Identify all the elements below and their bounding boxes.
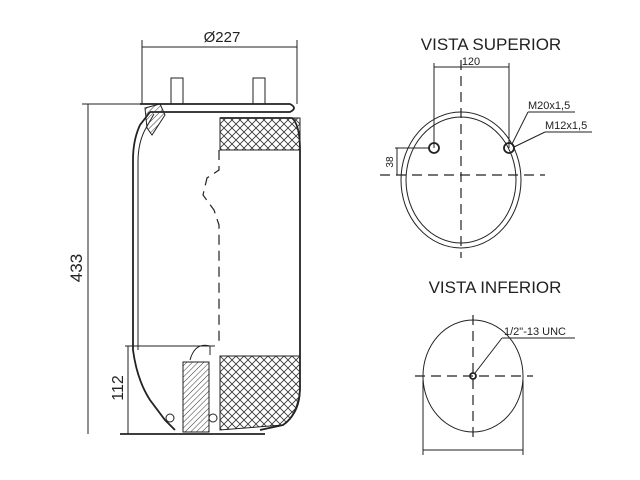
thread-small-label: M12x1,5 (545, 120, 587, 132)
bottom-view: VISTA INFERIOR 1/2"-13 UNC (415, 278, 575, 455)
stud-left (170, 77, 184, 105)
thread-large-label: M20x1,5 (528, 100, 570, 112)
diameter-label: Ø227 (204, 29, 241, 46)
center-thread-hole (469, 372, 477, 380)
offset-label: 38 (385, 156, 396, 168)
bellows-top-mesh (219, 117, 301, 151)
bellows-bottom-mesh (219, 355, 301, 431)
mount-hole-right (503, 142, 515, 154)
top-view-title: VISTA SUPERIOR (421, 35, 561, 54)
bottom-view-title: VISTA INFERIOR (429, 278, 562, 297)
spacing-label: 120 (462, 56, 480, 68)
top-view: VISTA SUPERIOR 120 38 M20x1,5 M12x1,5 (380, 35, 592, 258)
side-view: Ø227 433 112 (67, 29, 301, 435)
stud-right (252, 77, 266, 105)
piston (182, 361, 210, 433)
center-break-line (202, 150, 220, 345)
thread-label: 1/2"-13 UNC (504, 326, 566, 338)
height-label: 433 (67, 254, 86, 282)
piston-height-label: 112 (110, 375, 127, 401)
bellows-outline-left (132, 111, 176, 431)
top-plate (140, 103, 295, 113)
